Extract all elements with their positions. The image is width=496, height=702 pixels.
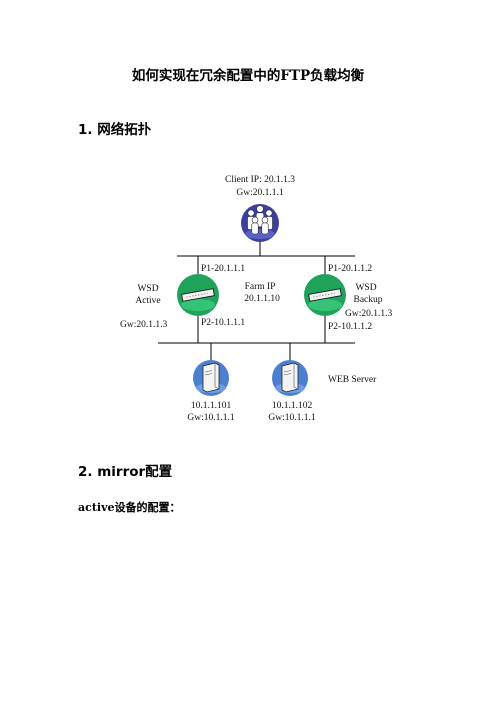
wsd-active-label-2: Active: [135, 296, 160, 306]
farm-ip-label-1: Farm IP: [245, 282, 276, 292]
p2-backup-label: P2-10.1.1.2: [328, 322, 372, 332]
active-config-paragraph: active设备的配置：: [78, 501, 181, 514]
p1-active-label: P1-20.1.1.1: [201, 264, 245, 274]
web-server-label: WEB Server: [328, 375, 377, 385]
gw-active-label: Gw:20.1.1.3: [120, 320, 167, 330]
switch-icon: [304, 274, 346, 316]
wsd-backup-label-2: Backup: [353, 295, 382, 305]
wsd-active-label-1: WSD: [137, 284, 158, 294]
server1-ip-label: 10.1.1.101: [191, 401, 232, 411]
server2-ip-label: 10.1.1.102: [272, 401, 313, 411]
wsd-backup-label-1: WSD: [355, 283, 376, 293]
p1-backup-label: P1-20.1.1.2: [328, 264, 372, 274]
document-title: 如何实现在冗余配置中的FTP负载均衡: [131, 68, 365, 84]
p2-active-label: P2-10.1.1.1: [201, 318, 245, 328]
server-icon: [193, 360, 229, 396]
section-heading-mirror: 2. mirror配置: [78, 464, 173, 480]
users-group-icon: [241, 204, 279, 242]
switch-icon: [177, 274, 219, 316]
client-gw-label: Gw:20.1.1.1: [236, 188, 283, 198]
network-topology-diagram: Client IP: 20.1.1.3 Gw:20.1.1.1 P1-20.1.…: [120, 175, 392, 423]
section-heading-topology: 1. 网络拓扑: [78, 122, 152, 138]
client-ip-label: Client IP: 20.1.1.3: [225, 175, 295, 185]
gw-backup-label: Gw:20.1.1.3: [345, 309, 392, 319]
server2-gw-label: Gw:10.1.1.1: [268, 413, 315, 423]
server1-gw-label: Gw:10.1.1.1: [187, 413, 234, 423]
server-icon: [272, 360, 308, 396]
farm-ip-label-2: 20.1.1.10: [244, 294, 280, 304]
